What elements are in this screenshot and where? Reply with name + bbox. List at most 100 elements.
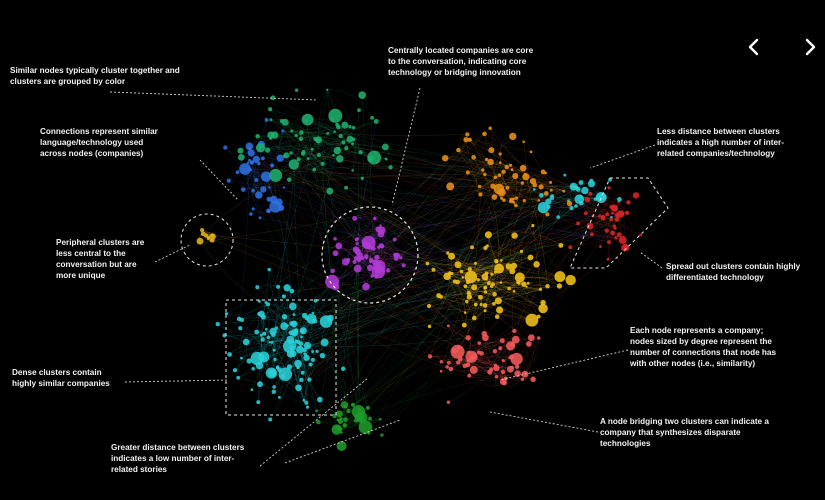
network-edge [226, 128, 491, 315]
network-edge [217, 323, 273, 343]
company-node [554, 271, 566, 283]
company-node [467, 373, 472, 378]
company-node [319, 315, 333, 328]
network-edge [460, 358, 506, 379]
network-edge [510, 219, 618, 370]
network-edge [253, 208, 360, 256]
network-edge [438, 293, 495, 304]
network-edge [448, 325, 496, 366]
company-node [598, 214, 602, 218]
company-node [258, 310, 265, 318]
chevron-right-icon [805, 38, 816, 56]
network-edge [498, 181, 534, 269]
company-node [608, 177, 612, 182]
company-node [270, 341, 274, 344]
network-edge [273, 364, 311, 393]
network-edge [317, 89, 328, 156]
network-edge [464, 261, 497, 326]
company-node [298, 136, 304, 141]
company-node [510, 262, 518, 270]
company-node [448, 252, 456, 260]
company-node [363, 254, 369, 259]
company-node [613, 226, 617, 230]
company-node [483, 290, 488, 294]
company-node [260, 171, 272, 182]
company-node [598, 245, 602, 249]
network-edge [283, 187, 480, 353]
network-edge [464, 194, 481, 326]
network-edge [490, 356, 504, 370]
network-edge [532, 181, 564, 192]
company-node [325, 274, 340, 289]
company-node [264, 118, 269, 122]
company-node [504, 164, 510, 170]
company-node [226, 178, 231, 183]
company-node [200, 228, 205, 233]
company-node [351, 169, 355, 172]
network-edge [515, 141, 526, 206]
previous-slide-button[interactable] [741, 34, 767, 60]
annotation-spread-out-clusters: Spread out clusters contain highly diffe… [666, 262, 801, 282]
network-edge [272, 97, 323, 164]
company-node [273, 357, 277, 362]
network-edge [464, 313, 532, 326]
company-node [525, 285, 528, 288]
network-edge [322, 163, 391, 170]
company-node [587, 180, 596, 188]
network-edge [606, 187, 610, 215]
network-edge [337, 292, 469, 421]
company-node [265, 302, 271, 307]
network-edge [454, 281, 541, 290]
company-node [315, 409, 319, 413]
company-node [583, 211, 588, 216]
network-edge [457, 281, 472, 357]
company-node [247, 149, 255, 157]
company-node [373, 216, 377, 221]
annotation-bridging-node: A node bridging two clusters can indicat… [600, 417, 769, 448]
company-node [537, 199, 541, 202]
company-node [338, 133, 343, 139]
company-node [499, 338, 505, 344]
network-edge [243, 174, 500, 190]
company-node [250, 351, 265, 366]
company-node [465, 335, 471, 341]
network-edge [302, 285, 560, 332]
company-node [632, 192, 640, 199]
network-edge [487, 234, 509, 267]
network-edge [271, 306, 294, 374]
company-node [443, 272, 451, 281]
network-edge [357, 215, 604, 239]
company-node [336, 440, 347, 452]
company-node [264, 147, 271, 153]
central-cluster-highlight-circle [321, 206, 419, 304]
company-node [289, 288, 295, 294]
company-node [522, 198, 526, 203]
network-edge [495, 245, 561, 262]
network-edge [475, 280, 520, 305]
company-node [268, 107, 273, 112]
company-node [494, 375, 499, 379]
company-node [618, 236, 627, 244]
company-node [352, 215, 358, 221]
company-node [246, 161, 250, 164]
network-edge [511, 169, 573, 188]
network-edge [374, 218, 486, 311]
company-node [308, 362, 313, 367]
company-node [446, 251, 450, 255]
network-edge [270, 108, 511, 166]
network-edge [229, 321, 327, 355]
company-node [394, 252, 400, 259]
company-node [514, 272, 525, 283]
network-edge [260, 147, 363, 179]
company-node [508, 163, 513, 167]
next-slide-button[interactable] [797, 34, 823, 60]
network-edge [345, 187, 496, 273]
company-node [491, 282, 495, 287]
company-node [533, 261, 540, 268]
company-node [326, 131, 330, 135]
network-edge [368, 175, 516, 434]
company-node [341, 140, 346, 145]
company-node [246, 358, 252, 364]
network-edge [261, 296, 285, 336]
company-node [294, 88, 299, 92]
